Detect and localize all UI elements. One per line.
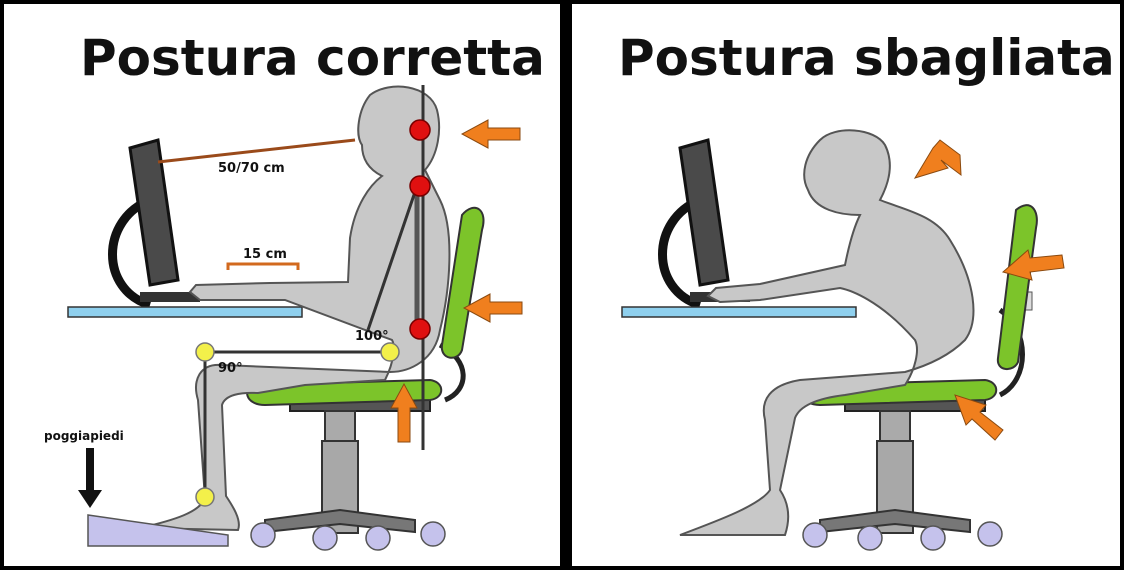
- panel-title-wrong: Postura sbagliata: [618, 29, 1115, 87]
- caster: [803, 523, 827, 547]
- knee-point: [196, 343, 214, 361]
- panel-title-correct: Postura corretta: [80, 29, 545, 87]
- forearm-label: 15 cm: [243, 247, 287, 262]
- caster: [251, 523, 275, 547]
- caster: [366, 526, 390, 550]
- ankle-point: [196, 488, 214, 506]
- desk-right: [622, 307, 856, 317]
- desk-left: [68, 307, 302, 317]
- caster: [313, 526, 337, 550]
- caster: [421, 522, 445, 546]
- knee-angle-label: 90°: [218, 361, 243, 376]
- panel-divider: [560, 2, 572, 568]
- lumbar-point: [410, 319, 430, 339]
- distance-label: 50/70 cm: [218, 161, 285, 176]
- caster: [858, 526, 882, 550]
- footrest-label: poggiapiedi: [44, 429, 124, 443]
- shoulder-point: [410, 176, 430, 196]
- hip-angle-label: 100°: [355, 329, 389, 344]
- neck-point: [410, 120, 430, 140]
- hip-point: [381, 343, 399, 361]
- caster: [978, 522, 1002, 546]
- caster: [921, 526, 945, 550]
